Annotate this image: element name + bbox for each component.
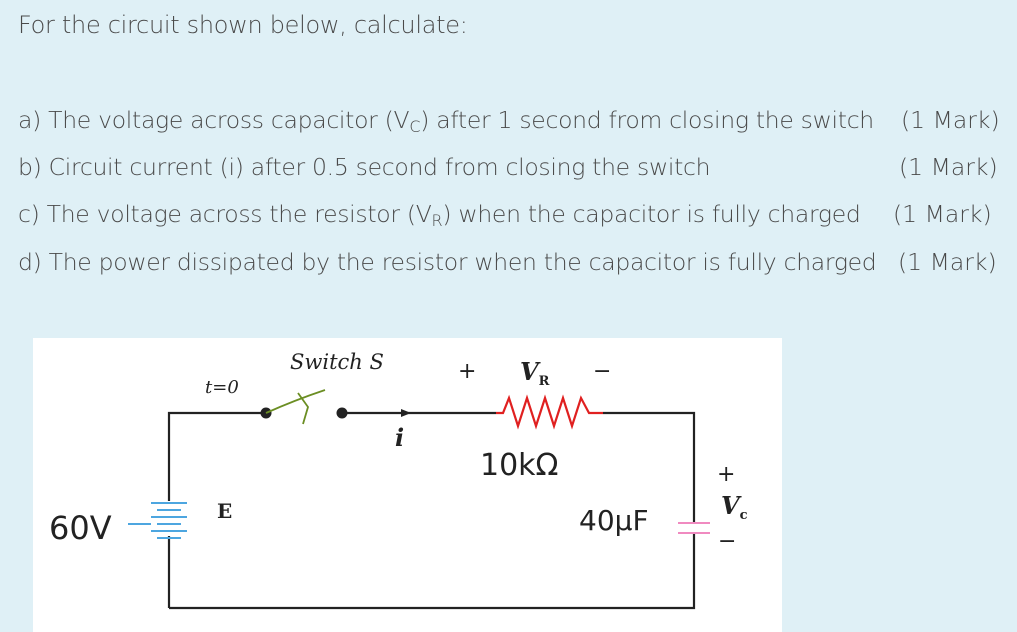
vc-label: Vc [721,491,748,523]
source-label: E [217,499,232,523]
capacitor-value: 40µF [579,504,649,537]
question-b: b) Circuit current (i) after 0.5 second … [18,153,711,181]
question-d: d) The power dissipated by the resistor … [18,248,877,276]
switch-label: Switch S [290,350,384,374]
capacitor-icon [678,522,710,534]
vr-plus: + [458,359,476,384]
current-arrow-icon [401,409,411,417]
question-d-mark: (1 Mark) [898,248,997,276]
resistor-value: 10kΩ [480,448,558,483]
question-a: a) The voltage across capacitor (VC) aft… [18,106,874,136]
vc-minus: − [718,529,736,554]
circuit-wires [167,411,696,610]
question-c: c) The voltage across the resistor (VR) … [18,200,861,230]
switch-icon [260,389,348,425]
intro-text: For the circuit shown below, calculate: [18,11,468,39]
vc-plus: + [717,462,735,487]
question-b-mark: (1 Mark) [899,153,998,181]
question-a-mark: (1 Mark) [901,106,1000,134]
time-label: t=0 [205,377,239,398]
resistor-icon [496,394,603,430]
circuit-diagram: Switch S t=0 i VR Vc + − 10kΩ 60V 40µF +… [33,338,782,632]
vr-label: VR [520,357,550,389]
battery-icon [128,502,187,539]
question-c-mark: (1 Mark) [893,200,992,228]
source-value: 60V [49,509,112,547]
current-label: i [395,423,404,452]
vr-minus: − [593,359,611,384]
